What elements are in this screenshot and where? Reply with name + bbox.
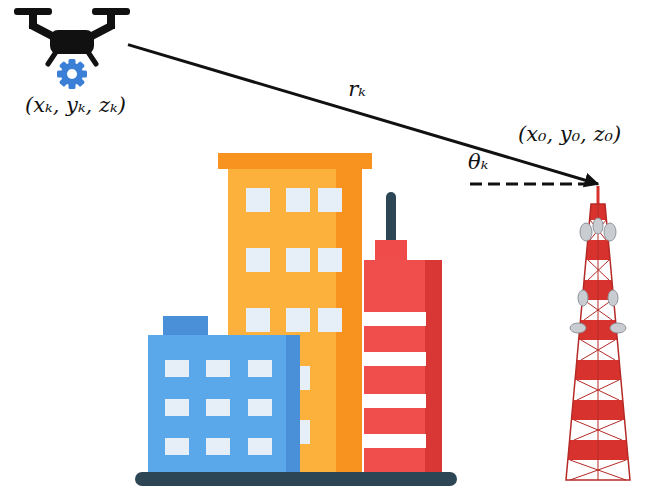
drone-position: (xₖ, yₖ, zₖ): [25, 93, 126, 118]
range-arrow: [128, 45, 598, 184]
red-building: [364, 192, 442, 472]
drone-node: (xₖ, yₖ, zₖ): [15, 5, 130, 93]
range-label: rₖ: [348, 77, 366, 102]
tower-node: (x₀, y₀, z₀): [565, 184, 631, 482]
angle-label: θₖ: [468, 150, 488, 175]
blue-building: [148, 316, 300, 472]
tower-position: (x₀, y₀, z₀): [518, 122, 621, 147]
drone-icon: [14, 8, 130, 89]
dashed-reference: [470, 183, 592, 186]
cell-tower: [566, 186, 630, 480]
ground-bar: [135, 472, 457, 486]
